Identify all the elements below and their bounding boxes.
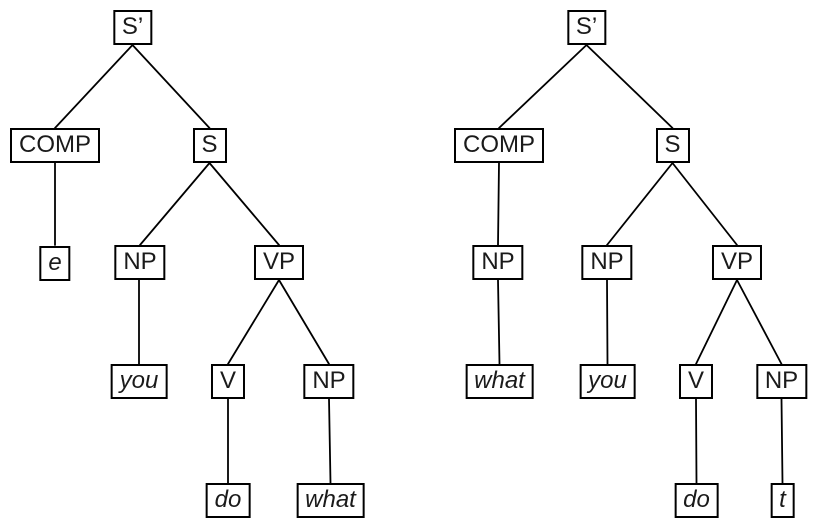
edge-left-sbar-s bbox=[131, 44, 211, 129]
edge-right-vp-np bbox=[736, 279, 783, 365]
edge-left-vp-v bbox=[227, 279, 280, 365]
node-left-s-bar: S’ bbox=[112, 10, 153, 45]
edge-left-s-np bbox=[139, 162, 211, 246]
edge-right-vp-v bbox=[695, 279, 738, 365]
edge-right-np-you bbox=[606, 279, 609, 365]
node-right-s: S bbox=[655, 128, 690, 163]
node-right-comp: COMP bbox=[454, 128, 544, 163]
edge-right-comp-np bbox=[497, 162, 500, 246]
edge-left-s-vp bbox=[208, 162, 280, 246]
edge-right-sbar-comp bbox=[498, 44, 588, 129]
node-right-np-comp: NP bbox=[472, 245, 524, 280]
node-left-do: do bbox=[205, 483, 251, 518]
edge-right-np-what bbox=[497, 279, 501, 365]
edge-right-v-do bbox=[695, 398, 698, 484]
node-left-np-subject: NP bbox=[114, 245, 166, 280]
node-right-you: you bbox=[579, 364, 636, 399]
edge-right-np-t bbox=[780, 398, 784, 484]
node-right-what: what bbox=[465, 364, 534, 399]
node-left-v: V bbox=[210, 364, 246, 399]
node-right-np-object: NP bbox=[755, 364, 808, 399]
node-left-np-object: NP bbox=[303, 364, 355, 399]
edge-left-vp-np bbox=[278, 279, 330, 365]
node-right-t: t bbox=[770, 483, 795, 518]
edge-right-s-vp bbox=[671, 162, 738, 246]
node-left-you: you bbox=[110, 364, 168, 399]
node-right-s-bar: S’ bbox=[566, 10, 607, 45]
node-right-vp: VP bbox=[711, 245, 763, 280]
node-right-v: V bbox=[678, 364, 714, 399]
edge-left-np-what bbox=[328, 398, 332, 484]
node-left-vp: VP bbox=[253, 245, 305, 280]
node-right-np-subject: NP bbox=[581, 245, 633, 280]
edge-right-sbar-s bbox=[585, 44, 674, 129]
edge-left-sbar-comp bbox=[54, 44, 134, 129]
node-right-do: do bbox=[674, 483, 719, 518]
edge-right-s-np bbox=[606, 162, 674, 246]
node-left-s: S bbox=[192, 128, 227, 163]
node-left-e: e bbox=[39, 246, 71, 281]
node-left-comp: COMP bbox=[10, 128, 100, 163]
node-left-what: what bbox=[296, 483, 365, 518]
